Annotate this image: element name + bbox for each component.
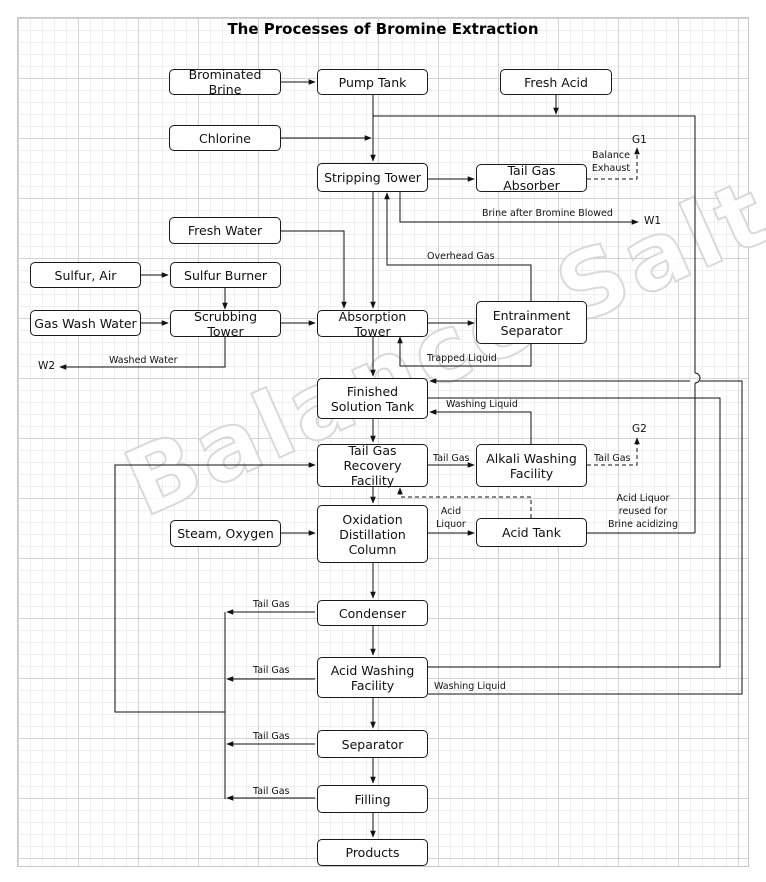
node-stripping-tower: Stripping Tower xyxy=(317,163,428,192)
node-condenser: Condenser xyxy=(317,600,428,626)
label-trapped-liquid: Trapped Liquid xyxy=(427,353,497,364)
label-balance-exhaust-2: Exhaust xyxy=(591,163,631,174)
edge-brine-w1 xyxy=(399,192,639,225)
edge-trapped-liquid xyxy=(397,336,532,367)
node-sulfur-air: Sulfur, Air xyxy=(30,262,141,288)
edge-washed-water-w2 xyxy=(59,336,226,370)
node-separator: Separator xyxy=(317,730,428,758)
label-w2: W2 xyxy=(38,360,56,372)
label-tail-gas-separator: Tail Gas xyxy=(253,731,290,742)
diagram-title: The Processes of Bromine Extraction xyxy=(227,20,539,38)
edge-washing-liquid-top xyxy=(429,409,532,444)
label-acid-reuse-2: reused for xyxy=(618,506,668,517)
edge-acidtank-recovery xyxy=(397,487,532,518)
label-g1: G1 xyxy=(632,134,647,146)
node-finished-solution-tank: Finished Solution Tank xyxy=(317,378,428,419)
node-gas-wash-water: Gas Wash Water xyxy=(30,310,141,336)
edge-acid-return-line xyxy=(373,115,701,533)
label-tail-gas-acid-washing: Tail Gas xyxy=(253,665,290,676)
node-scrubbing-tower: Scrubbing Tower xyxy=(170,309,281,339)
label-balance-exhaust-1: Balance xyxy=(592,150,630,161)
node-absorption-tower: Absorption Tower xyxy=(317,309,428,339)
node-fresh-water: Fresh Water xyxy=(169,217,281,244)
label-acid-liquor-2: Liquor xyxy=(436,519,466,530)
label-acid-reuse-3: Brine acidizing xyxy=(608,519,678,530)
node-brominated-brine: Brominated Brine xyxy=(169,67,281,97)
label-tail-gas-filling: Tail Gas xyxy=(253,786,290,797)
node-alkali-washing: Alkali Washing Facility xyxy=(476,444,587,487)
node-entrainment-separator: Entrainment Separator xyxy=(476,301,587,344)
label-acid-reuse-1: Acid Liquor xyxy=(616,493,670,504)
edge-acid-washing-return xyxy=(428,397,721,668)
edge-balance-exhaust xyxy=(587,147,640,180)
node-filling: Filling xyxy=(317,785,428,813)
node-chlorine: Chlorine xyxy=(169,125,281,151)
node-acid-tank: Acid Tank xyxy=(476,518,587,547)
label-brine-after-bromine-blowed: Brine after Bromine Blowed xyxy=(482,208,613,219)
edge-fresh-water xyxy=(281,230,347,309)
label-w1: W1 xyxy=(644,215,662,227)
label-tail-gas-recovery-alkali: Tail Gas xyxy=(433,453,470,464)
label-washing-liquid-bottom: Washing Liquid xyxy=(434,681,506,692)
label-tail-gas-condenser: Tail Gas xyxy=(253,599,290,610)
node-tail-gas-recovery: Tail Gas Recovery Facility xyxy=(317,443,428,488)
node-steam-oxygen: Steam, Oxygen xyxy=(170,520,281,547)
edge-tail-gas-collector xyxy=(114,465,315,799)
label-overhead-gas: Overhead Gas xyxy=(427,251,495,262)
label-acid-liquor-1: Acid xyxy=(440,506,462,517)
node-sulfur-burner: Sulfur Burner xyxy=(170,262,281,288)
node-tail-gas-absorber: Tail Gas Absorber xyxy=(476,163,587,193)
node-products: Products xyxy=(317,839,428,866)
node-oxidation-distillation-column: Oxidation Distillation Column xyxy=(317,505,428,563)
grid-background xyxy=(17,17,749,867)
label-g2: G2 xyxy=(632,423,647,435)
label-washed-water: Washed Water xyxy=(109,355,178,366)
edge-overhead-gas xyxy=(384,192,532,301)
node-pump-tank: Pump Tank xyxy=(317,69,428,95)
node-fresh-acid: Fresh Acid xyxy=(500,69,612,95)
edge-alkali-g2 xyxy=(587,437,640,466)
label-washing-liquid-top: Washing Liquid xyxy=(446,399,518,410)
edge-washing-liquid-bottom xyxy=(428,381,743,695)
node-acid-washing-facility: Acid Washing Facility xyxy=(317,657,428,698)
label-tail-gas-alkali-g2: Tail Gas xyxy=(594,453,631,464)
